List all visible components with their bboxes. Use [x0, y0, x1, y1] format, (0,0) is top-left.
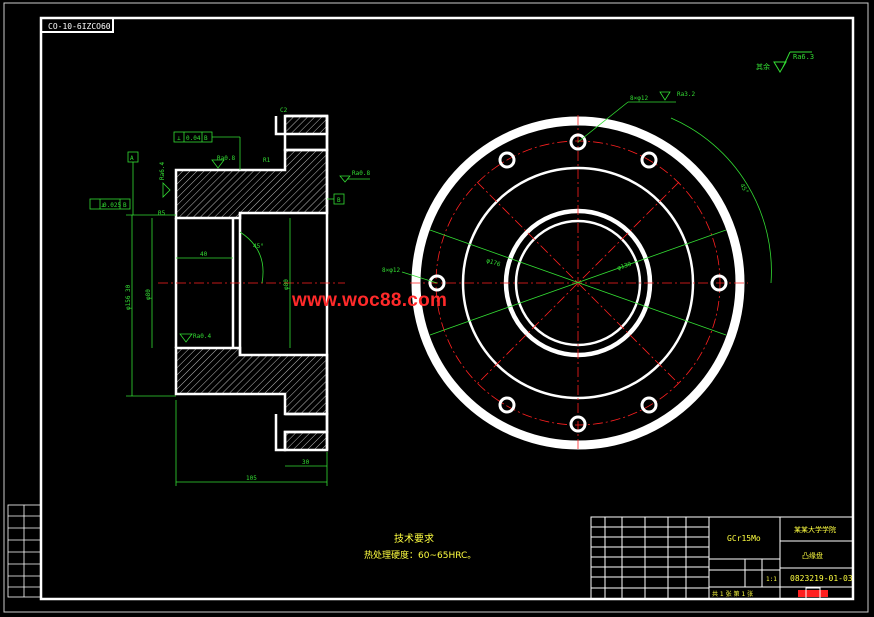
section-flange-bottom — [283, 430, 329, 452]
tol-top-symbol: ⊥ — [177, 135, 181, 142]
school-logo — [798, 587, 828, 600]
bolt-hole-5 — [569, 415, 587, 433]
roughness-general-value: Ra6.3 — [793, 53, 814, 61]
scale-label: 1:1 — [766, 576, 777, 583]
ra-right: Ra0.8 — [352, 170, 370, 177]
code-box-text: CO-10-6IZCO60 — [48, 22, 111, 31]
dim-r5: R5 — [158, 210, 166, 217]
section-flange-top — [283, 114, 329, 136]
bolt-hole-4 — [640, 396, 658, 414]
hole-callout: 8×φ12 — [630, 95, 648, 102]
tech-req-title: 技术要求 — [394, 532, 434, 545]
outer-border — [3, 2, 869, 613]
inner-frame — [39, 16, 855, 601]
tol-left-value: 0.025 — [103, 202, 121, 209]
tol-top-value: 0.04 — [186, 135, 201, 142]
bolt-hole-7 — [428, 274, 446, 292]
drawing-number: 0823219-01-03 — [790, 574, 853, 583]
watermark: www.woc88.com — [292, 290, 448, 311]
dim-phi80-bore: φ80 — [283, 279, 290, 290]
bolt-hole-6 — [498, 396, 516, 414]
datum-a: A — [130, 155, 134, 162]
datum-b: B — [337, 197, 341, 204]
front-dimensions — [401, 91, 772, 336]
ra-side: Ra6.4 — [159, 162, 166, 180]
pcd-label: φ130 — [616, 261, 632, 272]
dim-45: 45° — [253, 243, 264, 250]
section-view — [158, 114, 345, 452]
material-label: GCr15Mo — [727, 534, 761, 543]
title-block — [590, 516, 854, 600]
tol-top-ref: B — [204, 135, 208, 142]
bolt-hole-2 — [640, 151, 658, 169]
school-label: 某某大学学院 — [794, 525, 836, 534]
hole-callout-left: 8×φ12 — [382, 267, 400, 274]
side-stamp-table — [7, 504, 42, 598]
dim-total: 105 — [246, 475, 257, 482]
section-dimensions — [89, 131, 370, 486]
front-view — [410, 115, 748, 452]
dim-40: 40 — [200, 251, 208, 258]
bolt-hole-1 — [569, 133, 587, 151]
dim-r1: R1 — [263, 157, 271, 164]
dia-label: φ176 — [485, 257, 501, 268]
tol-left-symbol: ⊥ — [101, 202, 105, 209]
part-name: 凸缘盘 — [802, 551, 823, 560]
bolt-hole-8 — [498, 151, 516, 169]
roughness-general-label: 其余 — [756, 62, 770, 71]
tech-req-text: 热处理硬度：60~65HRC。 — [364, 549, 476, 561]
ra-inner: Ra0.4 — [193, 333, 211, 340]
dim-c2: C2 — [280, 107, 288, 114]
dim-phi-outer: φ156 30 — [125, 284, 132, 310]
code-box — [40, 17, 114, 33]
ra-top: Ra0.8 — [217, 155, 235, 162]
angle-label: 45° — [738, 183, 749, 196]
bolt-hole-3 — [710, 274, 728, 292]
dim-30: 30 — [302, 459, 310, 466]
section-upper-body — [174, 148, 329, 220]
hole-ra: Ra3.2 — [677, 91, 695, 98]
tol-left-ref: B — [123, 202, 127, 209]
dim-phi-mid: φ80 — [145, 289, 152, 300]
section-lower-body — [174, 346, 329, 416]
sheet-label: 共 1 张 第 1 张 — [712, 590, 753, 598]
